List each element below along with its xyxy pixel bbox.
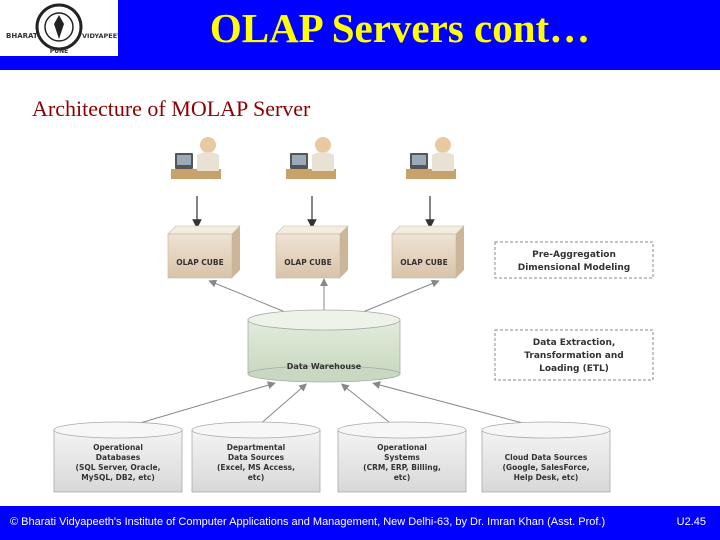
source-label: etc) (394, 473, 411, 482)
arrow-dw-to-cube-1 (208, 279, 291, 315)
source-label: Departmental (227, 443, 285, 452)
data-warehouse-label: Data Warehouse (287, 362, 362, 371)
logo-text-right: VIDYAPEETH (82, 32, 118, 40)
user-workstation-icon-1 (171, 137, 221, 179)
olap-cube-1: OLAP CUBE (167, 225, 241, 279)
arrow-source-to-dw-2 (257, 383, 308, 427)
molap-architecture-diagram: OLAP CUBE OLAP CUBE OLAP CUBE Pre-Aggreg… (53, 137, 654, 493)
pre-aggregation-box: Pre-Aggregation Dimensional Modeling (494, 241, 654, 279)
side-box-line: Dimensional Modeling (518, 263, 630, 273)
side-box-line: Loading (ETL) (539, 364, 609, 374)
source-label: Databases (96, 453, 141, 462)
side-box-line: Transformation and (524, 351, 623, 361)
footer-bar: © Bharati Vidyapeeth's Institute of Comp… (0, 506, 720, 540)
arrow-source-to-dw-4 (372, 381, 535, 427)
olap-cube-label: OLAP CUBE (176, 258, 224, 267)
etl-box: Data Extraction, Transformation and Load… (494, 329, 654, 381)
institute-logo: BHARATI VIDYAPEETH PUNE (0, 0, 127, 56)
source-label: (Google, SalesForce, (502, 463, 589, 472)
source-label: (SQL Server, Oracle, (76, 463, 161, 472)
source-label: Operational (93, 443, 143, 452)
source-label: Systems (384, 453, 420, 462)
user-workstation-icon-2 (286, 137, 336, 179)
source-label: Cloud Data Sources (505, 453, 588, 462)
olap-cube-label: OLAP CUBE (284, 258, 332, 267)
source-label: MySQL, DB2, etc) (81, 473, 155, 482)
source-operational-systems: Operational Systems (CRM, ERP, Billing, … (337, 421, 467, 493)
header-bar: BHARATI VIDYAPEETH PUNE OLAP Servers con… (0, 0, 720, 70)
source-label: (Excel, MS Access, (217, 463, 295, 472)
slide-title: OLAP Servers cont… (209, 5, 591, 51)
slide-subtitle: Architecture of MOLAP Server (32, 96, 311, 121)
side-box-line: Pre-Aggregation (532, 250, 616, 260)
user-workstation-icon-3 (406, 137, 456, 179)
olap-cube-3: OLAP CUBE (391, 225, 465, 279)
logo-text-bottom: PUNE (50, 48, 68, 55)
arrow-dw-to-cube-3 (357, 279, 440, 315)
arrow-source-to-dw-3 (340, 383, 395, 427)
olap-cube-2: OLAP CUBE (275, 225, 349, 279)
arrow-source-to-dw-1 (129, 381, 276, 427)
source-departmental-data: Departmental Data Sources (Excel, MS Acc… (191, 421, 321, 493)
data-warehouse-cylinder: Data Warehouse (247, 309, 401, 383)
logo-text-left: BHARATI (6, 32, 40, 40)
side-box-line: Data Extraction, (533, 338, 616, 348)
logo-emblem-icon: BHARATI VIDYAPEETH PUNE (4, 3, 127, 55)
source-label: Help Desk, etc) (514, 473, 579, 482)
source-label: Data Sources (228, 453, 285, 462)
source-cloud-data: Cloud Data Sources (Google, SalesForce, … (481, 421, 611, 493)
source-label: etc) (248, 473, 265, 482)
slide-number: U2.45 (676, 516, 706, 528)
source-label: Operational (377, 443, 427, 452)
footer-credit: © Bharati Vidyapeeth's Institute of Comp… (10, 516, 606, 528)
source-operational-databases: Operational Databases (SQL Server, Oracl… (53, 421, 183, 493)
olap-cube-label: OLAP CUBE (400, 258, 448, 267)
source-label: (CRM, ERP, Billing, (363, 463, 441, 472)
